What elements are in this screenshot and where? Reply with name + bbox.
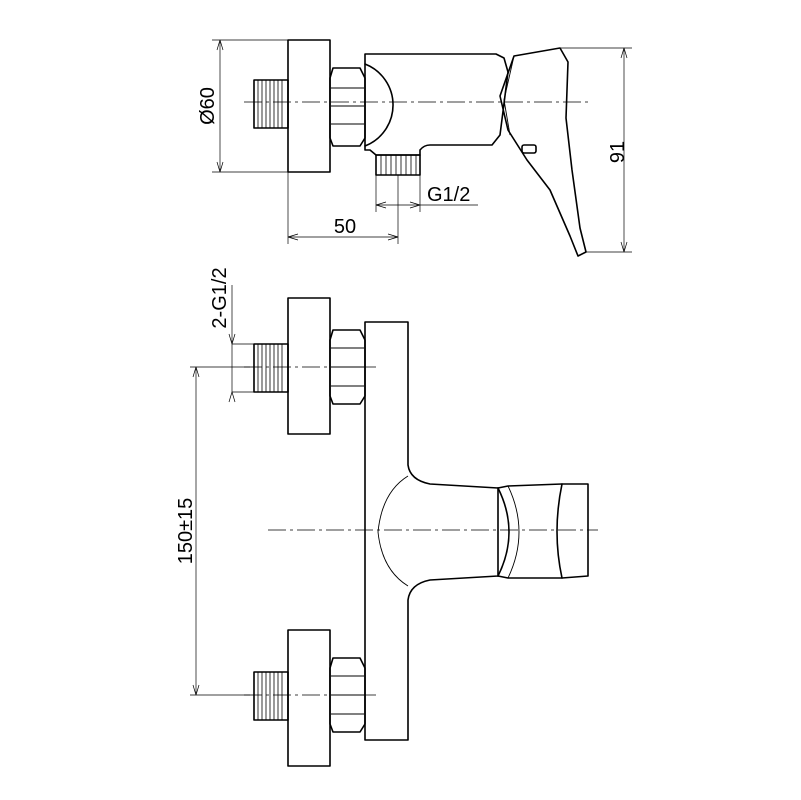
- side-hex-nut: [329, 67, 366, 147]
- side-body-dome: [364, 63, 394, 147]
- front-handle-collar: [497, 487, 510, 577]
- side-mixer-body: [364, 53, 509, 156]
- side-view: [244, 39, 590, 257]
- side-handle-lever: [499, 47, 587, 257]
- depth-label: 50: [334, 216, 356, 238]
- outlet-thread-label: G1/2: [427, 184, 470, 206]
- front-mixer-body: [364, 321, 499, 741]
- diameter-label: Ø60: [197, 87, 219, 125]
- side-handle-screw: [521, 144, 537, 154]
- front-upper-connector: [244, 297, 376, 435]
- side-wall-flange: [287, 39, 331, 173]
- front-dimensions: 2-G1/2 150±15: [175, 267, 256, 696]
- front-view: [244, 297, 598, 767]
- inlet-threads-label: 2-G1/2: [209, 267, 231, 328]
- front-body-curve: [377, 475, 409, 587]
- center-distance-label: 150±15: [175, 498, 197, 565]
- height-label: 91: [607, 141, 629, 163]
- front-handle: [497, 483, 589, 579]
- side-dimensions: Ø60 91 G1/2 50: [197, 39, 632, 253]
- front-lower-connector: [244, 629, 376, 767]
- side-inlet-thread: [253, 79, 289, 129]
- side-outlet-thread: [375, 154, 421, 176]
